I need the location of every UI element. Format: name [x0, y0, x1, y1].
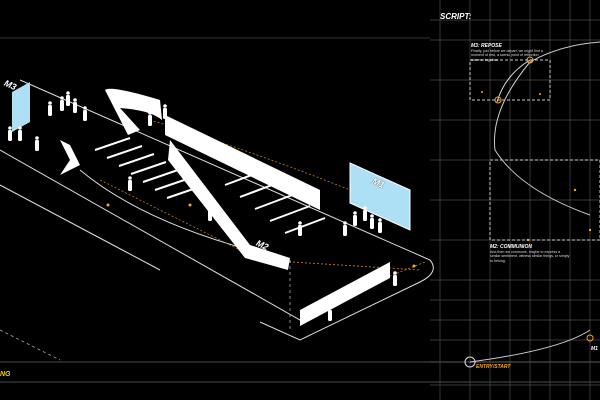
- m3-frame: [469, 59, 551, 101]
- people-figures: [8, 91, 397, 321]
- stair-step: [106, 145, 143, 159]
- m1-node: [586, 334, 594, 342]
- stair-step: [154, 177, 191, 191]
- person-head: [83, 106, 87, 110]
- person-head: [393, 271, 397, 275]
- stair-step: [224, 169, 266, 186]
- m1-screen: [350, 163, 410, 230]
- person-body: [343, 225, 347, 236]
- person-body: [60, 100, 64, 111]
- stair-step: [118, 153, 155, 167]
- person-body: [35, 140, 39, 151]
- person-body: [378, 222, 382, 233]
- perforated-wall-upper: [165, 115, 320, 210]
- person-head: [163, 104, 167, 108]
- person-head: [370, 214, 374, 218]
- person-head: [378, 218, 382, 222]
- person-head: [66, 91, 70, 95]
- person-body: [393, 275, 397, 286]
- stair-step: [94, 137, 131, 151]
- m2-description: And then we commune, maybe to express a …: [490, 250, 570, 263]
- stair-step: [284, 217, 326, 234]
- stair-step: [130, 161, 167, 175]
- entry-node: [464, 356, 476, 368]
- stairs: [94, 137, 326, 234]
- m2-heading: M2: COMMUNION: [490, 244, 532, 250]
- person-body: [18, 130, 22, 141]
- person-body: [163, 108, 167, 119]
- m3-description: Finally, just before we depart, we might…: [471, 49, 543, 62]
- person-head: [60, 96, 64, 100]
- person-head: [148, 111, 152, 115]
- person-head: [48, 101, 52, 105]
- m1-heading: M1: [591, 346, 598, 352]
- dashed-guides: [0, 260, 291, 361]
- person-body: [66, 95, 70, 106]
- stair-step: [269, 205, 311, 222]
- accent-markers: [106, 203, 416, 268]
- person-body: [83, 110, 87, 121]
- m2-frame: [489, 159, 600, 241]
- script-title: SCRIPT:: [440, 12, 472, 21]
- person-head: [35, 136, 39, 140]
- person-body: [328, 310, 332, 321]
- stair-step: [142, 169, 179, 183]
- person-body: [298, 225, 302, 236]
- footer-label: NG: [0, 371, 11, 378]
- person-head: [363, 206, 367, 210]
- stair-step: [254, 193, 296, 210]
- entry-start-label: ENTRY/START: [476, 364, 511, 370]
- person-body: [363, 210, 367, 221]
- script-curve: [469, 41, 600, 363]
- person-head: [73, 98, 77, 102]
- person-body: [370, 218, 374, 229]
- person-head: [343, 221, 347, 225]
- person-head: [128, 176, 132, 180]
- m3-screen: [12, 82, 30, 132]
- stair-step: [166, 185, 203, 199]
- person-head: [298, 221, 302, 225]
- person-head: [8, 126, 12, 130]
- m3-heading: M3: REPOSE: [471, 43, 502, 49]
- perforated-wall-m2: [168, 140, 290, 270]
- person-head: [18, 126, 22, 130]
- stair-step: [239, 181, 281, 198]
- person-body: [73, 102, 77, 113]
- person-head: [208, 206, 212, 210]
- person-body: [353, 215, 357, 226]
- ramp-wall: [105, 88, 162, 135]
- person-body: [8, 130, 12, 141]
- person-body: [208, 210, 212, 221]
- person-head: [328, 306, 332, 310]
- person-body: [128, 180, 132, 191]
- perforated-wall-lower: [300, 262, 390, 326]
- person-body: [48, 105, 52, 116]
- person-body: [148, 115, 152, 126]
- person-head: [353, 211, 357, 215]
